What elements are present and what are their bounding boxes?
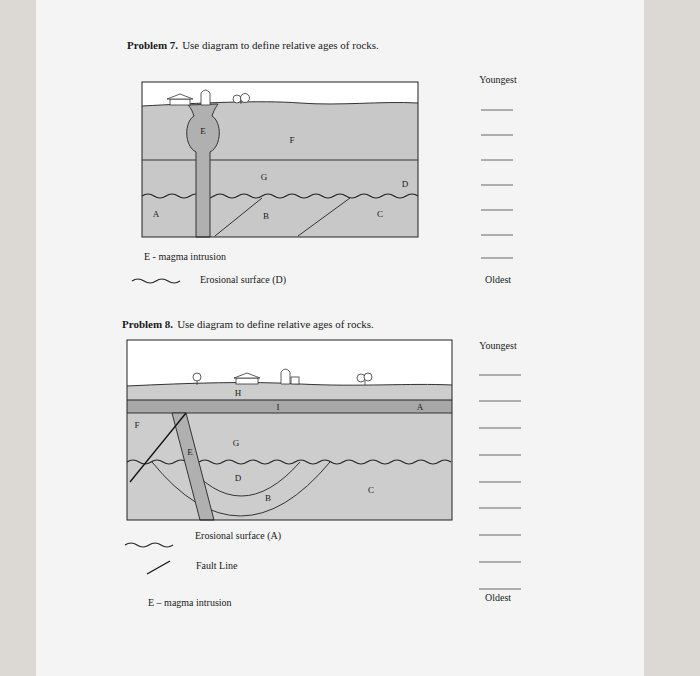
rock-letter: E xyxy=(187,447,193,457)
legend-text: Fault Line xyxy=(196,560,237,571)
legend-wave-sample xyxy=(132,279,180,283)
paper-sheet xyxy=(36,0,644,676)
legend-item: Erosional surface (D) xyxy=(200,274,286,286)
house-icon xyxy=(170,99,190,105)
erosional-surface xyxy=(127,460,451,464)
answer-blank xyxy=(479,508,521,509)
rock-letter: C xyxy=(368,485,374,495)
answer-blank xyxy=(481,135,513,136)
tree-trunk xyxy=(365,381,366,385)
answer-blank xyxy=(479,428,521,429)
rock-letter: F xyxy=(134,420,139,430)
answer-blank xyxy=(481,110,513,111)
legend-line-sample xyxy=(147,561,170,574)
answer-blank xyxy=(481,160,513,161)
house-icon xyxy=(236,378,258,384)
rock-letter: F xyxy=(289,135,294,145)
answer-blank xyxy=(481,235,513,236)
answer-blank xyxy=(481,258,513,259)
tree-icon xyxy=(193,373,201,381)
tree-icon xyxy=(241,94,250,103)
legend-text: Erosional surface (A) xyxy=(195,530,281,541)
rock-letter: E xyxy=(200,126,206,136)
legend-text: Erosional surface (D) xyxy=(200,274,286,285)
tree-trunk xyxy=(197,381,198,385)
problem-number: Problem 7. xyxy=(127,39,178,52)
age-header: Oldest xyxy=(485,274,511,286)
section-frame xyxy=(142,82,418,237)
rock-letter: B xyxy=(263,211,269,221)
rock-letter: A xyxy=(417,401,424,411)
section-sky xyxy=(142,82,418,237)
section-frame xyxy=(127,340,452,520)
layer-contact xyxy=(142,160,418,161)
fold-line xyxy=(152,462,330,516)
intrusion-note: E – magma intrusion xyxy=(148,597,232,609)
magma-dike xyxy=(187,104,220,237)
age-header: Oldest xyxy=(485,592,511,604)
rock-letter: D xyxy=(402,179,409,189)
magma-dike xyxy=(172,413,214,520)
problem-number: Problem 8. xyxy=(122,318,173,331)
section-sky xyxy=(127,340,452,520)
barn-icon xyxy=(291,377,299,384)
answer-blank xyxy=(481,210,513,211)
intrusion-note: E - magma intrusion xyxy=(144,251,226,263)
silo-icon xyxy=(281,369,290,384)
rock-letter: I xyxy=(277,401,280,411)
answer-blank xyxy=(479,482,521,483)
age-header: Youngest xyxy=(479,74,516,86)
rock-ground xyxy=(127,383,452,520)
rock-letter: B xyxy=(265,493,271,503)
tilted-bed-line xyxy=(215,198,262,236)
age-header: Youngest xyxy=(479,340,516,352)
house-roof xyxy=(167,94,193,99)
answer-blank xyxy=(479,455,521,456)
tilted-bed-line xyxy=(298,198,350,236)
problem-instruction: Use diagram to define relative ages of r… xyxy=(177,318,374,331)
tree-trunk xyxy=(241,101,242,104)
silo-icon xyxy=(201,90,210,105)
answer-blank xyxy=(481,185,513,186)
answer-blanks xyxy=(479,375,521,589)
answer-blank xyxy=(479,535,521,536)
legend-item: Fault Line xyxy=(196,560,237,572)
answer-blanks xyxy=(481,110,513,258)
legend-wave-sample xyxy=(125,543,173,547)
problem-instruction: Use diagram to define relative ages of r… xyxy=(182,39,379,52)
erosional-surface-line xyxy=(127,400,452,401)
thin-layer xyxy=(127,400,452,413)
rock-letter: G xyxy=(261,172,268,182)
rock-ground xyxy=(142,102,418,237)
answer-blank xyxy=(479,401,521,402)
house-roof xyxy=(234,373,260,378)
answer-blank xyxy=(479,589,521,590)
legend-item: Erosional surface (A) xyxy=(195,530,281,542)
erosional-surface xyxy=(142,194,418,198)
rock-letter: D xyxy=(235,473,242,483)
rock-letter: H xyxy=(235,388,242,398)
answer-blank xyxy=(479,562,521,563)
rock-letter: A xyxy=(153,209,160,219)
tree-icon xyxy=(233,95,241,103)
fault-line xyxy=(130,413,186,482)
rock-letter: G xyxy=(233,438,240,448)
rock-letter: C xyxy=(377,209,383,219)
tree-icon xyxy=(364,373,372,381)
answer-blank xyxy=(479,375,521,376)
